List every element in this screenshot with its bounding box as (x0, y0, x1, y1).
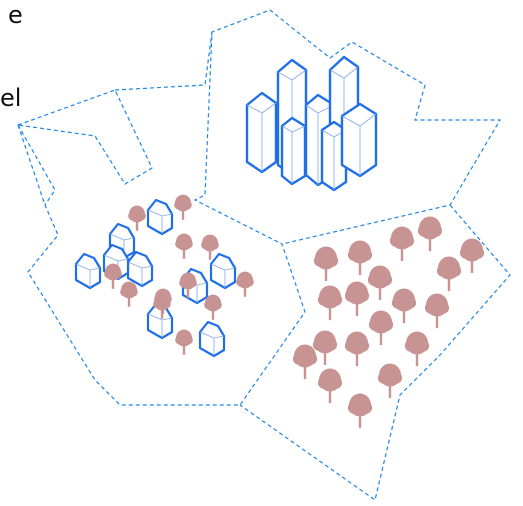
tall-building-icon (280, 116, 307, 186)
tree-icon (312, 330, 338, 366)
tree-icon (174, 194, 192, 220)
house-icon (198, 320, 226, 358)
region-inner-divider (114, 31, 213, 91)
tree-icon (459, 238, 485, 274)
house-icon (126, 250, 154, 288)
tree-icon (317, 368, 343, 404)
tree-icon (368, 310, 394, 346)
tall-building-icon (340, 102, 378, 178)
tree-icon (175, 233, 193, 259)
tree-icon (154, 288, 172, 314)
house-icon (209, 252, 237, 290)
tree-icon (347, 393, 373, 429)
tree-icon (391, 288, 417, 324)
tree-icon (367, 265, 393, 301)
tree-icon (424, 293, 450, 329)
tree-icon (104, 263, 122, 289)
region-outer-boundary (17, 9, 502, 406)
tree-icon (347, 240, 373, 276)
tree-group (104, 194, 485, 429)
tree-icon (377, 363, 403, 399)
tall-building-icon (245, 91, 278, 174)
tree-icon (179, 272, 197, 298)
tree-icon (344, 331, 370, 367)
tree-icon (436, 256, 462, 292)
tree-icon (404, 331, 430, 367)
tree-icon (204, 294, 222, 320)
tree-icon (344, 281, 370, 317)
region-west-spur (17, 124, 56, 206)
region-outlines (17, 9, 511, 502)
tree-icon (120, 281, 138, 307)
cropped-text-top: e (8, 1, 23, 29)
tree-icon (201, 234, 219, 260)
cropped-text-left: el (0, 84, 22, 112)
tree-icon (292, 344, 318, 380)
tree-icon (389, 226, 415, 262)
tree-icon (317, 285, 343, 321)
house-group (74, 198, 237, 358)
region-outer-boundary-east (239, 204, 511, 502)
house-icon (146, 198, 174, 236)
tree-icon (417, 216, 443, 252)
tree-icon (128, 205, 146, 231)
tall-building-cluster (245, 55, 378, 192)
tree-icon (236, 271, 254, 297)
tree-icon (175, 329, 193, 355)
tree-icon (313, 246, 339, 282)
house-icon (74, 252, 102, 290)
